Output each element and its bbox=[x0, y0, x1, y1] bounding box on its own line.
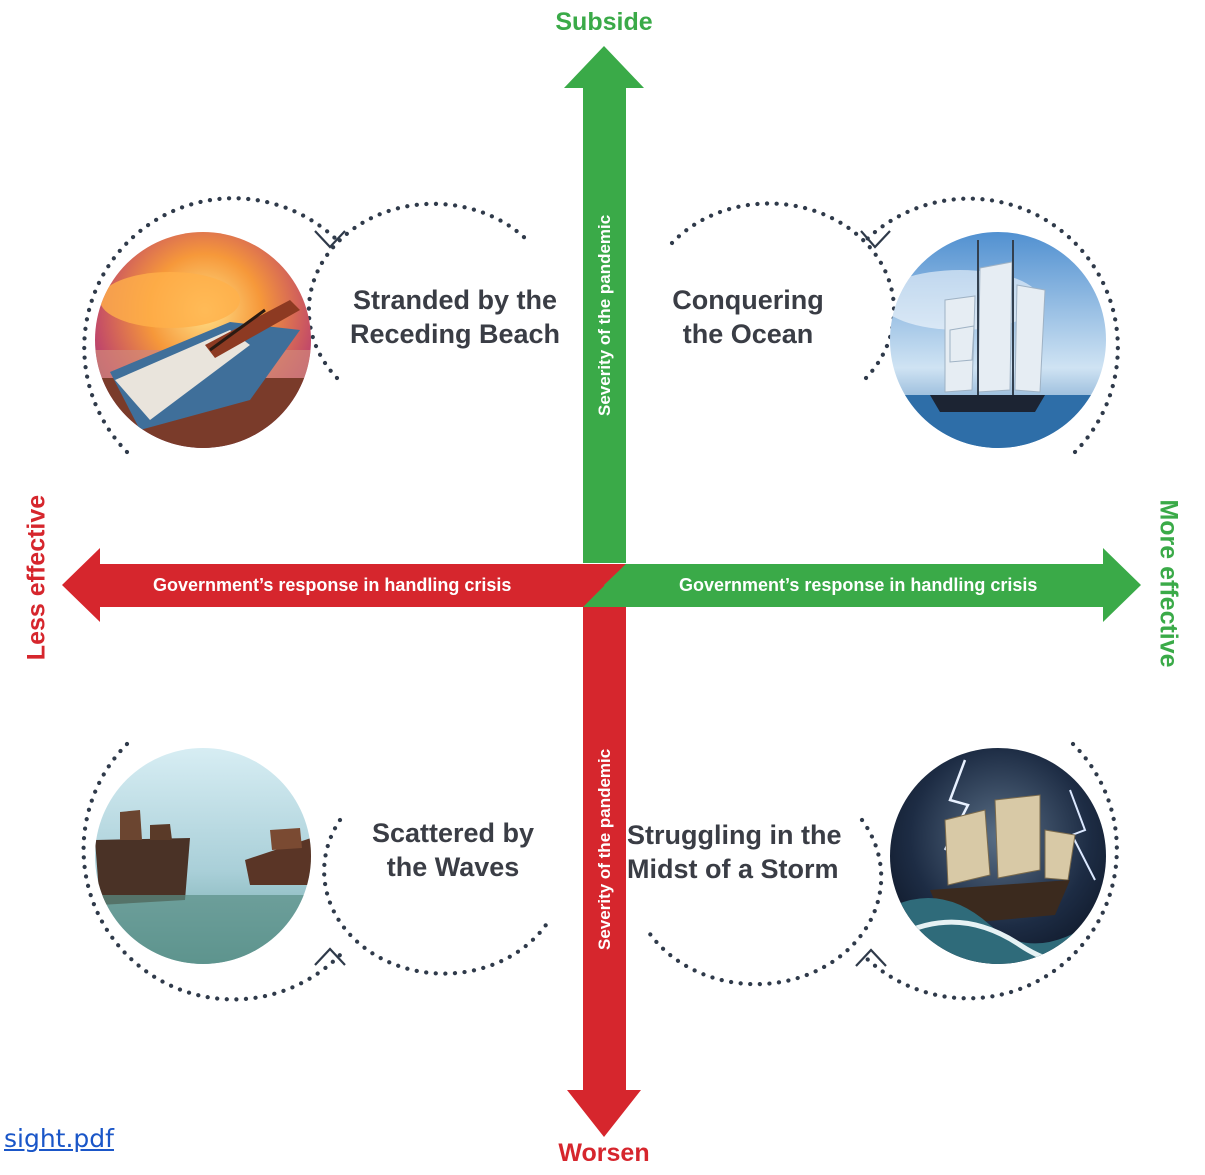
chevron-down-icon bbox=[314, 230, 346, 249]
chevron-up-icon bbox=[314, 947, 346, 966]
upper-vertical-arrow-label: Severity of the pandemic bbox=[595, 214, 614, 416]
quadrant-top-right-line1: Conquering bbox=[672, 285, 824, 315]
axis-right-label: More effective bbox=[1154, 499, 1183, 668]
beached-boat-photo bbox=[95, 232, 311, 448]
shipwreck-photo bbox=[95, 748, 311, 964]
axis-top-label: Subside bbox=[555, 8, 653, 36]
chevron-up-icon bbox=[855, 948, 887, 967]
subside-arrow bbox=[564, 46, 644, 563]
dotted-ring-top-left-inner bbox=[306, 201, 533, 381]
quadrant-bottom-left-line1: Scattered by bbox=[371, 818, 535, 848]
right-arrow-label: Government’s response in handling crisis bbox=[679, 575, 1038, 595]
quadrant-top-left-line1: Stranded by the bbox=[352, 285, 558, 315]
quadrant-top-right-line2: the Ocean bbox=[682, 319, 814, 349]
center-patch-red bbox=[583, 564, 604, 607]
quadrant-bottom-left-title: Scattered by the Waves bbox=[348, 816, 558, 884]
quadrant-bottom-right-title: Struggling in the Midst of a Storm bbox=[627, 818, 859, 886]
tall-ship-photo bbox=[890, 232, 1106, 448]
storm-ship-photo bbox=[890, 748, 1106, 964]
quadrant-bottom-right-line2: Midst of a Storm bbox=[627, 854, 839, 884]
quadrant-top-left-line2: Receding Beach bbox=[349, 319, 561, 349]
axis-left-label: Less effective bbox=[22, 494, 51, 661]
quadrant-bottom-right-line1: Struggling in the bbox=[627, 820, 842, 850]
center-patch-green bbox=[604, 564, 626, 607]
chevron-down-icon bbox=[860, 230, 891, 249]
dotted-ring-bottom-right-inner bbox=[647, 817, 884, 987]
left-arrow-label: Government’s response in handling crisis bbox=[153, 575, 512, 595]
worsen-arrow bbox=[567, 607, 641, 1137]
less-effective-arrow bbox=[62, 548, 604, 622]
quadrant-top-right-title: Conquering the Ocean bbox=[648, 283, 848, 351]
dotted-ring-bottom-left-inner bbox=[322, 817, 551, 976]
quadrant-bottom-left-line2: the Waves bbox=[386, 852, 520, 882]
dotted-ring-top-right-inner bbox=[669, 201, 897, 381]
quadrant-top-left-title: Stranded by the Receding Beach bbox=[340, 283, 570, 351]
axis-bottom-label: Worsen bbox=[558, 1139, 650, 1167]
lower-vertical-arrow-label: Severity of the pandemic bbox=[595, 748, 614, 950]
more-effective-arrow bbox=[604, 548, 1141, 622]
pdf-file-link[interactable]: sight.pdf bbox=[4, 1124, 114, 1153]
